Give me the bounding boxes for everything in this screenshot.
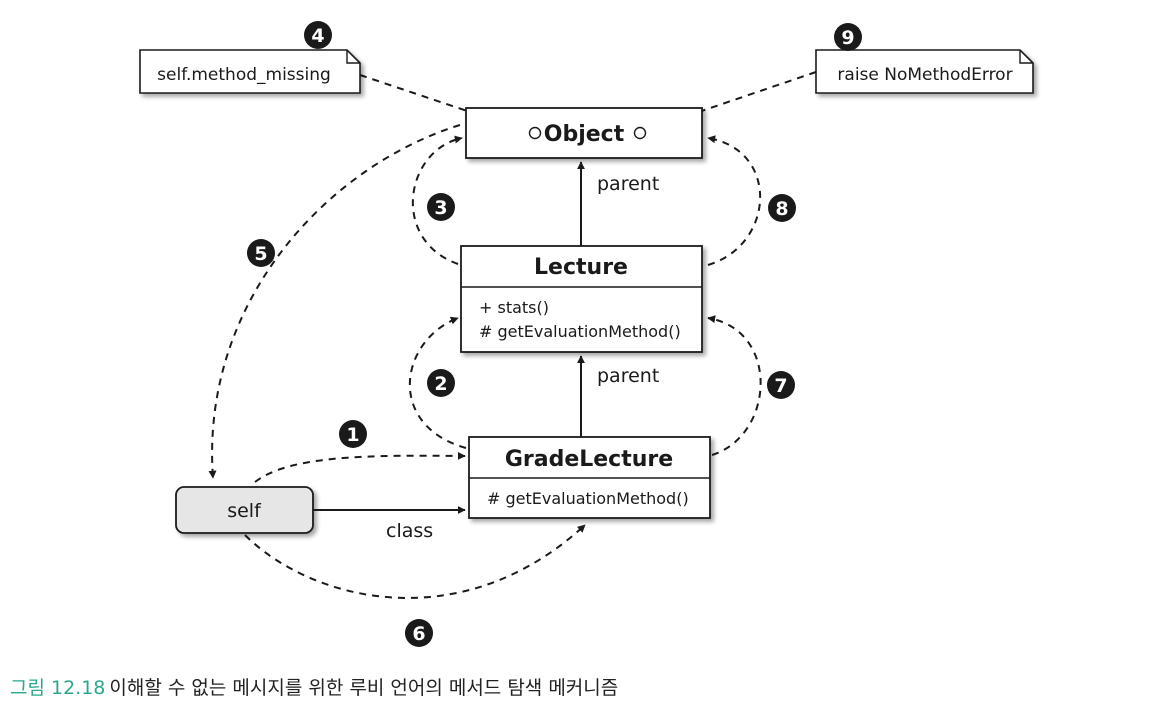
connector-raise-error xyxy=(639,71,817,133)
step-badge-5: 5 xyxy=(247,239,275,267)
object-port-right xyxy=(633,126,647,140)
method-lookup-diagram: self.method_missing raise NoMethodError … xyxy=(139,21,1034,647)
path-step-6 xyxy=(244,524,586,599)
path-step-5 xyxy=(208,124,461,479)
path-step-8 xyxy=(707,135,762,266)
note-method-missing-text: self.method_missing xyxy=(157,65,331,85)
step-badge-7: 7 xyxy=(767,371,795,399)
class-object: Object xyxy=(465,107,703,159)
svg-text:1: 1 xyxy=(346,424,359,446)
class-grade-lecture: GradeLecture # getEvaluationMethod() xyxy=(468,436,711,519)
svg-text:4: 4 xyxy=(311,25,324,47)
step-badge-9: 9 xyxy=(834,23,862,51)
class-grade-lecture-title: GradeLecture xyxy=(505,447,673,472)
svg-text:2: 2 xyxy=(434,373,447,395)
svg-text:3: 3 xyxy=(434,197,447,219)
svg-text:7: 7 xyxy=(774,375,787,397)
figure-number: 그림 12.18 xyxy=(10,677,106,699)
path-step-1 xyxy=(254,451,466,483)
self-node: self xyxy=(175,486,314,534)
step-badge-1: 1 xyxy=(339,420,367,448)
svg-text:5: 5 xyxy=(254,243,267,265)
step-badge-8: 8 xyxy=(768,194,796,222)
solid-arrows xyxy=(313,161,585,514)
lookup-path-arrows xyxy=(208,124,762,599)
note-raise-error: raise NoMethodError xyxy=(815,49,1034,94)
class-lecture-title: Lecture xyxy=(534,255,628,280)
step-badges: 1 2 3 4 5 6 7 8 xyxy=(247,21,862,647)
note-method-missing: self.method_missing xyxy=(139,49,361,94)
path-step-7 xyxy=(707,315,762,456)
svg-text:9: 9 xyxy=(841,27,854,49)
svg-text:6: 6 xyxy=(412,623,425,645)
class-lecture: Lecture + stats() # getEvaluationMethod(… xyxy=(460,245,703,353)
class-lecture-member-stats: + stats() xyxy=(479,298,549,317)
self-node-label: self xyxy=(227,500,262,522)
step-badge-3: 3 xyxy=(427,193,455,221)
step-badge-4: 4 xyxy=(304,21,332,49)
object-port-left xyxy=(528,126,542,140)
label-lecture-parent: parent xyxy=(597,173,659,195)
class-grade-lecture-member-evaluation: # getEvaluationMethod() xyxy=(487,489,689,508)
label-self-class: class xyxy=(386,520,433,542)
figure-caption-text: 이해할 수 없는 메시지를 위한 루비 언어의 메서드 탐색 메커니즘 xyxy=(109,677,619,699)
class-object-title: Object xyxy=(544,122,625,147)
step-badge-2: 2 xyxy=(427,369,455,397)
class-lecture-member-evaluation: # getEvaluationMethod() xyxy=(479,322,681,341)
path-step-2 xyxy=(408,316,467,449)
svg-text:8: 8 xyxy=(775,198,788,220)
step-badge-6: 6 xyxy=(405,619,433,647)
path-step-3 xyxy=(411,135,463,265)
note-raise-error-text: raise NoMethodError xyxy=(837,65,1012,85)
label-grade-lecture-parent: parent xyxy=(597,365,659,387)
